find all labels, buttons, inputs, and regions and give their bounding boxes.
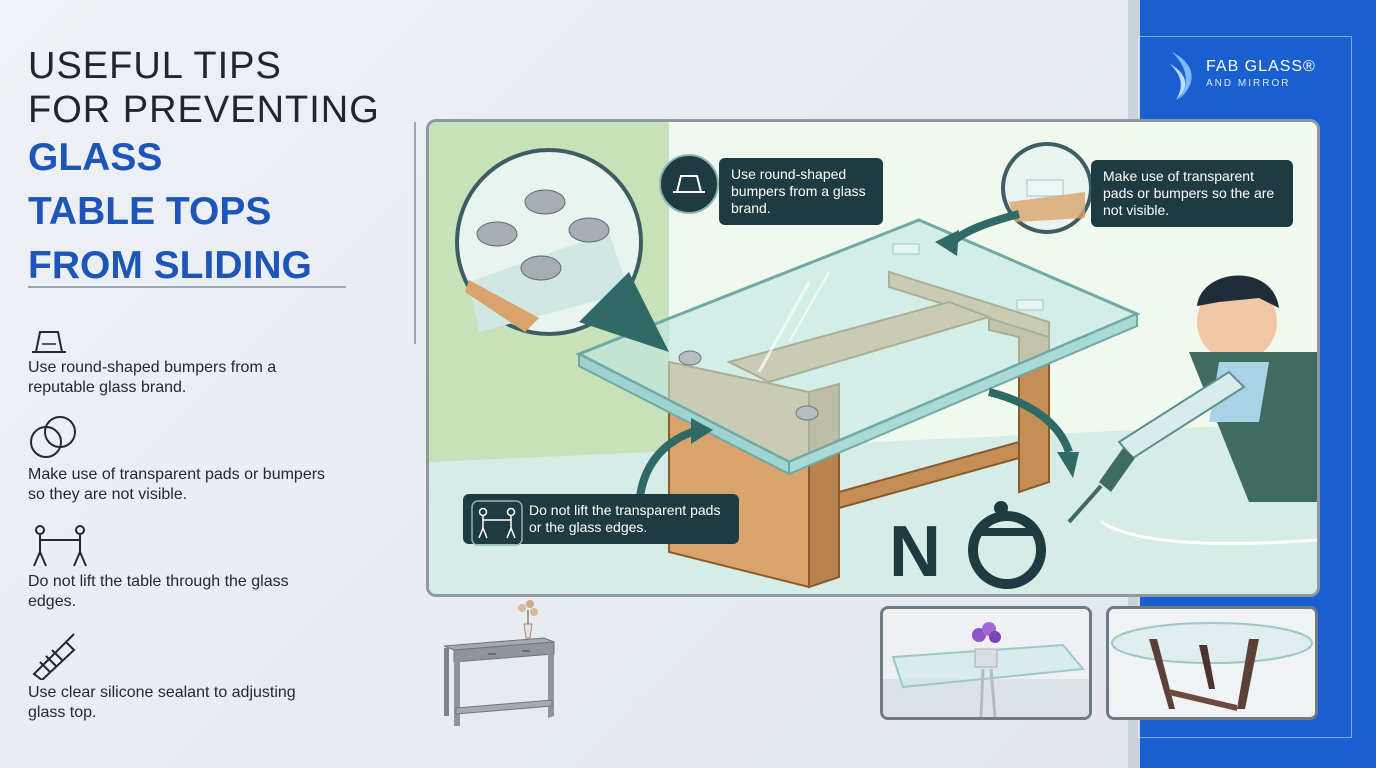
tip-3-text: Do not lift the table through the glass … bbox=[28, 573, 289, 610]
page-title-line-4: TABLE TOPS bbox=[28, 190, 272, 233]
brand-name: FAB GLASS® bbox=[1206, 58, 1316, 75]
two-people-lifting-icon bbox=[33, 525, 87, 567]
glass-table-photo-1 bbox=[880, 606, 1092, 720]
pads-callout: Make use of transparent pads or bumpers … bbox=[1091, 160, 1293, 227]
lift-callout-text: Do not lift the transparent pads or the … bbox=[529, 502, 721, 535]
tip-4-text: Use clear silicone sealant to adjusting … bbox=[28, 684, 296, 721]
brand-logo-block: FAB GLASS® AND MIRROR bbox=[1168, 50, 1338, 106]
wave-logo-icon bbox=[1170, 52, 1192, 100]
page-title-line-2: FOR PREVENTING bbox=[28, 89, 380, 131]
sealant-gun-icon bbox=[32, 633, 76, 680]
page-title-line-5: FROM SLIDING bbox=[28, 244, 312, 287]
brand-subtitle: AND MIRROR bbox=[1206, 78, 1291, 89]
lift-callout: Do not lift the transparent pads or the … bbox=[463, 494, 739, 546]
no-sign-letter: N bbox=[889, 512, 941, 592]
page-title-line-3: GLASS bbox=[28, 136, 163, 179]
transparent-pads-icon bbox=[30, 416, 76, 458]
illustration-panel: N Use round-shaped bumpers from a glass … bbox=[426, 119, 1320, 597]
lift-callout-icon bbox=[471, 500, 523, 546]
tip-1-text: Use round-shaped bumpers from a reputabl… bbox=[28, 359, 277, 396]
page-title-line-1: USEFUL TIPS bbox=[28, 45, 282, 87]
bumpers-callout: Use round-shaped bumpers from a glass br… bbox=[719, 158, 883, 225]
bumper-icon bbox=[32, 331, 66, 353]
bumper-callout-icon bbox=[659, 154, 719, 214]
title-underline bbox=[28, 286, 346, 288]
console-table-image bbox=[443, 600, 555, 726]
tip-2-text: Make use of transparent pads or bumpers … bbox=[28, 466, 326, 503]
vertical-divider bbox=[414, 122, 416, 344]
glass-table-photo-2 bbox=[1106, 606, 1318, 720]
